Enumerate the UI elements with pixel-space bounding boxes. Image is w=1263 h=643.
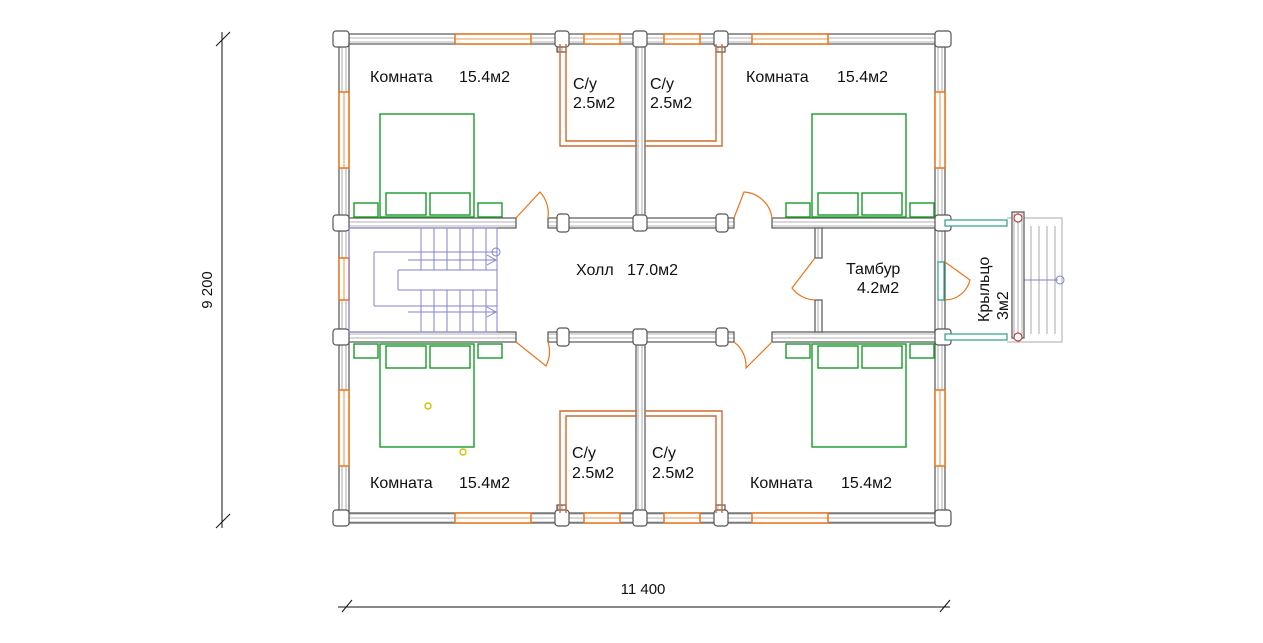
room-tr-area: 15.4м2 [837,69,888,86]
hall-area: 17.0м2 [627,262,678,279]
room-tr-name: Комната [746,69,809,86]
room-bl-area: 15.4м2 [459,475,510,492]
room-tl-area: 15.4м2 [459,69,510,86]
wall-posts [332,30,952,527]
bed-top-right [785,113,935,218]
porch-name: Крыльцо [976,257,993,322]
bathroom-partitions [559,44,723,513]
furniture [353,113,935,456]
doors [515,191,971,370]
bath-2-name: С/у [650,76,674,93]
porch-area: 3м2 [995,291,1012,320]
room-br-area: 15.4м2 [841,475,892,492]
vestibule-area: 4.2м2 [857,280,899,297]
room-bl-name: Комната [370,475,433,492]
dimension-width: 11 400 [621,581,666,598]
vestibule-name: Тамбур [846,261,900,278]
bath-1-area: 2.5м2 [573,95,615,112]
room-labels: Комната 15.4м2 С/у 2.5м2 С/у 2.5м2 Комна… [370,69,1012,492]
bed-bottom-left [353,343,503,448]
room-tl-name: Комната [370,69,433,86]
dimension-height: 9 200 [199,271,216,309]
staircase [348,227,501,333]
bath-3-area: 2.5м2 [572,465,614,482]
bed-top-left [353,113,503,218]
bath-1-name: С/у [573,76,597,93]
hall-name: Холл [576,262,614,279]
bath-4-area: 2.5м2 [652,465,694,482]
porch-posts [1011,211,1025,342]
bed-bottom-right [785,343,935,448]
glass-doors [937,219,1008,341]
bath-2-area: 2.5м2 [650,95,692,112]
window-panes [343,38,941,519]
bath-4-name: С/у [652,445,676,462]
room-br-name: Комната [750,475,813,492]
bath-3-name: С/у [572,445,596,462]
dimension-lines [215,31,951,613]
